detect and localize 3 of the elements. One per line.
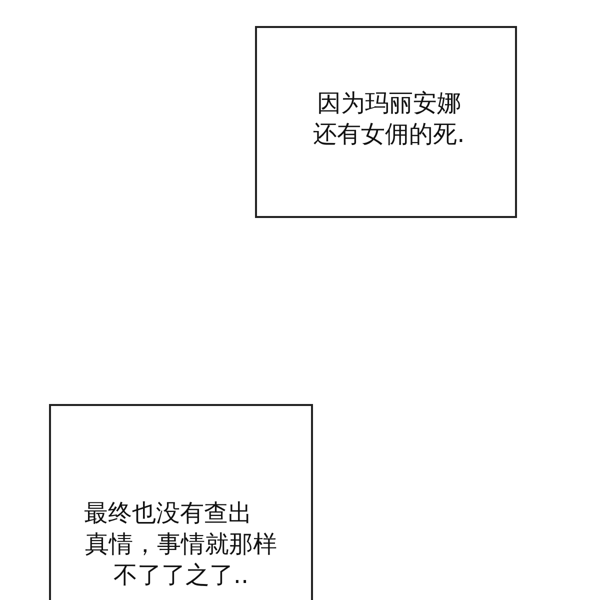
comic-panel	[49, 404, 313, 600]
comic-panel	[255, 26, 517, 218]
caption-text: 因为玛丽安娜还有女佣的死.	[312, 88, 466, 150]
